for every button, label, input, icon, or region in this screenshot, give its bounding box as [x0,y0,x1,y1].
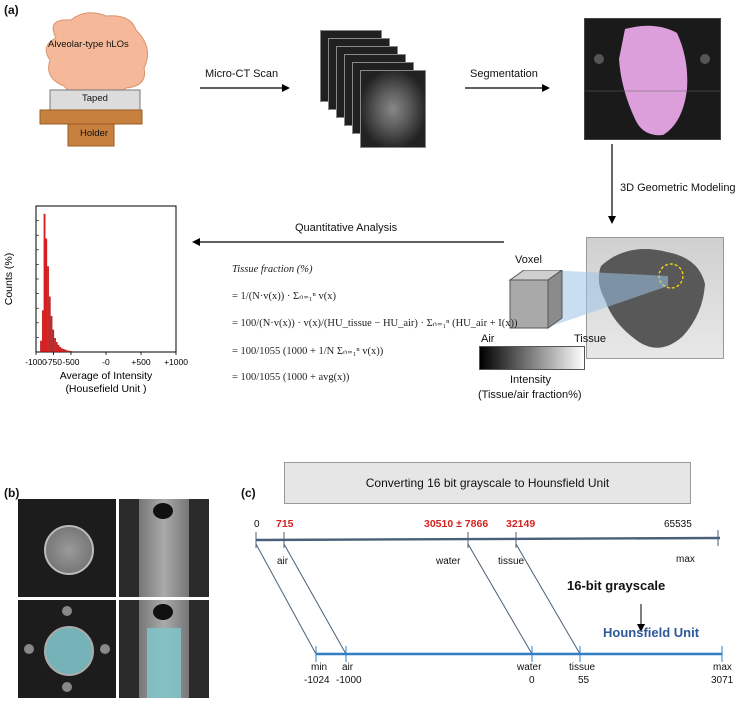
gray-axis-label: 16-bit grayscale [567,578,666,593]
tissue-label: Tissue [574,333,606,345]
gray-tissue-label: tissue [498,556,525,567]
formula-title: Tissue fraction (%) [232,264,313,275]
organoid-label: Alveolar-type hLOs [48,39,129,50]
hu-min-value: -1024 [304,675,330,686]
histogram-bar [68,350,70,353]
histogram-bar [52,329,55,353]
gray-air-value: 715 [276,518,294,530]
formula-line-4: = 100/1055 (1000 + 1/N Σₙ₌₁ⁿ v(x)) [232,346,384,357]
ct-sagittal-image [119,499,209,597]
intensity-sublabel: (Tissue/air fraction%) [478,389,582,401]
voxel-cube [508,270,563,329]
intensity-label: Intensity [510,374,551,386]
panel-c-label: (c) [241,486,256,500]
ct-axial-image [18,499,116,597]
gray-max-label: max [676,554,695,565]
histogram-bar [64,349,67,353]
conversion-title: Converting 16 bit grayscale to Hounsfiel… [365,476,610,490]
holder-label: Holder [80,128,108,139]
gray-water-label: water [436,556,461,567]
y-axis-label: Counts (%) [3,253,15,306]
x-tick-label: +1000 [164,357,188,367]
intensity-histogram: -1000-750-500 -0 +500 +1000 Counts (%) Averag… [3,205,188,395]
gray-water-value: 30510 ± 7866 [424,518,489,530]
arrow-down-icon [608,144,616,224]
holder-stem [67,123,115,147]
intensity-gradient-bar [479,346,585,370]
air-label: Air [481,333,495,345]
step-segmentation: Segmentation [470,68,538,80]
ct-axial-segmented [18,600,116,698]
gray-end-value: 65535 [664,519,692,530]
ct-slice [360,70,426,148]
hu-min-label: min [311,662,328,673]
x-tick-label: -0 [102,357,110,367]
holder-top [39,109,143,125]
histogram-bar [54,338,56,353]
step-quant: Quantitative Analysis [295,222,398,234]
voxel-label: Voxel [515,254,542,266]
histogram-bar [48,296,51,353]
arrow-right-icon [200,84,290,92]
hu-air-label: air [342,662,354,673]
panel-a-label: (a) [4,3,19,17]
histogram-bar [41,310,44,353]
x-axis-label: Average of Intensity [60,370,153,382]
histogram-bar [66,350,69,353]
organoid-holder-illustration [39,12,149,147]
x-tick-label: +500 [131,357,150,367]
histogram-bar [47,266,49,353]
hu-tissue-value: 55 [578,675,590,686]
histogram-bar [45,238,48,353]
histogram-bar [61,348,63,353]
conversion-diagram [255,530,723,662]
step-3d-modeling: 3D Geometric Modeling [620,182,736,194]
taped-label: Taped [82,93,108,104]
organoid-blob [45,12,149,96]
gray-air-label: air [277,556,289,567]
hu-max-value: 3071 [711,675,734,686]
plot-frame [35,205,177,353]
hu-water-value: 0 [529,675,535,686]
histogram-bar [69,351,72,353]
formula-line-3: = 100/(N·v(x)) · v(x)/(HU_tissue − HU_ai… [232,318,518,329]
hu-water-label: water [517,662,542,673]
arrow-right-icon [465,84,550,92]
histogram-bar [62,349,65,353]
x-tick-label: -750 [45,357,62,367]
hu-max-label: max [713,662,732,673]
gray-start: 0 [254,519,260,530]
x-tick-label: -1000 [25,357,47,367]
ct-slice-stack [320,30,430,160]
step-micro-ct: Micro-CT Scan [205,68,279,80]
ct-sagittal-segmented [119,600,209,698]
segmentation-image [584,18,721,140]
formula-line-2: = 1/(N·v(x)) · Σₙ₌₁ⁿ v(x) [232,291,336,302]
histogram-bar [50,315,53,353]
panel-b-label: (b) [4,486,20,500]
conversion-title-box: Converting 16 bit grayscale to Hounsfiel… [284,462,691,504]
arrow-left-icon [192,238,504,246]
histogram-bar [43,213,46,353]
x-tick-label: -500 [62,357,79,367]
histogram-bar [57,344,60,353]
voxel-beam [546,270,668,328]
x-axis-label-unit: (Housefield Unit ) [65,383,146,395]
segmented-region [585,25,720,136]
histogram-bar [55,342,58,353]
formula-line-5: = 100/1055 (1000 + avg(x)) [232,372,350,383]
hu-tissue-label: tissue [569,662,596,673]
gray-tissue-value: 32149 [506,518,536,530]
histogram-bar [59,347,62,353]
hu-air-value: -1000 [336,675,362,686]
hu-axis-label: Hounsfield Unit [603,625,700,640]
histogram-bar [40,340,42,353]
